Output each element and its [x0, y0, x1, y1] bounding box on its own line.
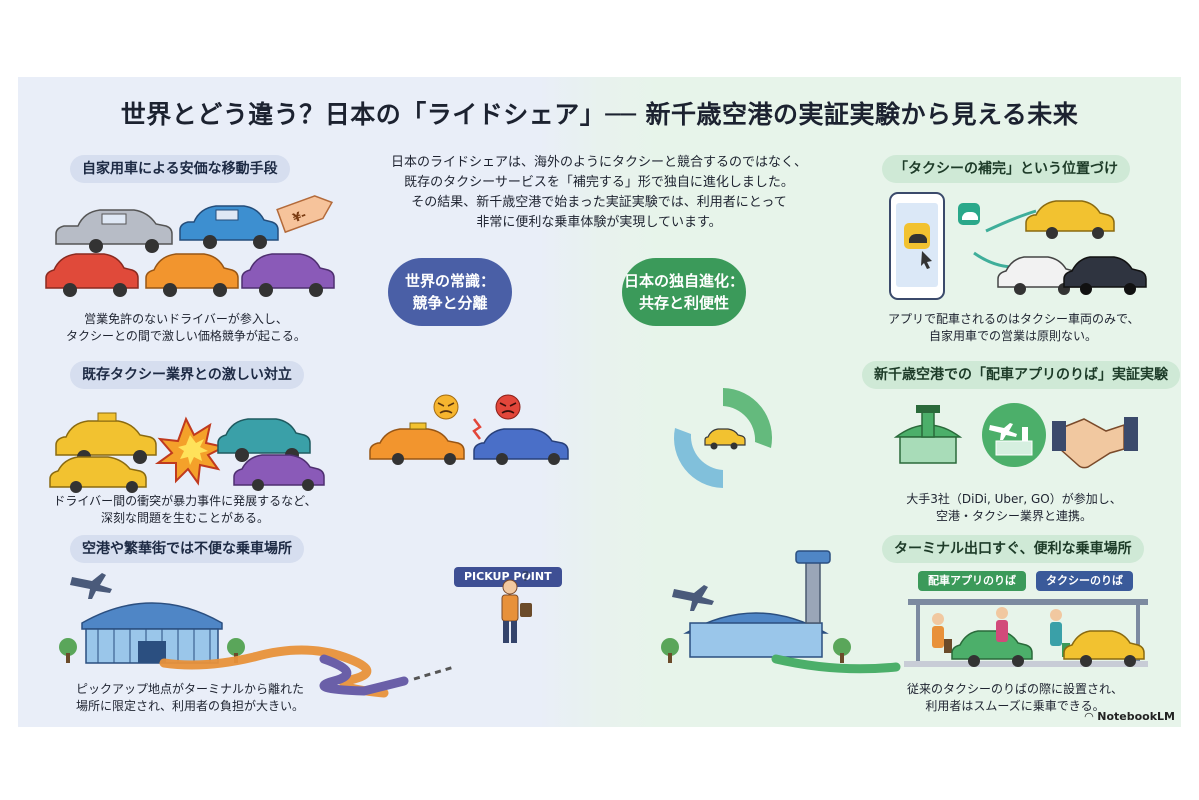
remote-pickup-illustration: ?: [59, 570, 532, 698]
intro-line: その結果、新千歳空港で始まった実証実験では、利用者にとって: [411, 195, 787, 210]
caption-line: 利用者はスムーズに乗車できる。: [925, 699, 1105, 713]
caption-line: 従来のタクシーのりばの際に設置され、: [906, 682, 1124, 696]
car-icon: [241, 253, 335, 297]
control-tower-icon: [893, 405, 963, 464]
car-icon: [233, 454, 325, 491]
intro-line: 既存のタクシーサービスを「補完する」形で独自に進化しました。: [404, 175, 794, 190]
airplane-icon: [672, 585, 714, 611]
left-section2-caption: ドライバー間の衝突が暴力事件に発展するなど、 深刻な問題を生むことがある。: [50, 493, 320, 527]
right-section3-heading: ターミナル出口すぐ、便利な乗車場所: [882, 535, 1144, 563]
short-walking-path: [771, 654, 901, 674]
intro-line: 日本のライドシェアは、海外のようにタクシーと競合するのではなく、: [390, 155, 807, 170]
long-walking-path: [159, 645, 389, 698]
caption-line: アプリで配車されるのはタクシー車両のみで、: [888, 312, 1140, 326]
handshake-icon: [1052, 417, 1138, 469]
private-cars-illustration: ¥-: [45, 195, 335, 297]
terminal-pickup-illustration: [661, 550, 1148, 674]
left-section3-heading: 空港や繁華街では不便な乗車場所: [70, 535, 304, 563]
circular-arrows-icon: [673, 388, 773, 488]
right-section2-caption: 大手3社（DiDi, Uber, GO）が参加し、 空港・タクシー業界と連携。: [894, 491, 1134, 525]
smartphone-icon: [889, 192, 945, 300]
caption-line: 場所に限定され、利用者の負担が大きい。: [75, 699, 305, 713]
terminal-building-icon: [59, 602, 245, 664]
crash-burst-icon: [154, 416, 227, 486]
traveler-icon: [932, 613, 952, 653]
price-tag-icon: ¥-: [276, 195, 334, 234]
partnership-illustration: [893, 403, 1138, 469]
right-section1-heading: 「タクシーの補完」という位置づけ: [882, 155, 1130, 183]
brand-mark: ◠ NotebookLM: [1085, 710, 1175, 723]
infographic-canvas: 世界とどう違う？日本の「ライドシェア」── 新千歳空港の実証実験から見える未来 …: [18, 77, 1181, 727]
airplane-icon: [70, 573, 112, 599]
traveler-icon: [996, 607, 1008, 642]
bubble-line: 競争と分離: [412, 294, 488, 312]
taxi-icon: [55, 412, 157, 464]
caption-line: ドライバー間の衝突が暴力事件に発展するなど、: [53, 494, 317, 508]
taxi-icon: [1063, 256, 1147, 295]
car-icon: [45, 253, 139, 297]
right-section2-heading: 新千歳空港での「配車アプリのりば」実証実験: [862, 361, 1180, 389]
car-icon: [473, 428, 569, 465]
left-section1-heading: 自家用車による安価な移動手段: [70, 155, 290, 183]
caption-line: タクシーとの間で激しい価格競争が起こる。: [66, 329, 306, 343]
car-icon: [951, 630, 1033, 667]
confused-traveler-icon: ?: [501, 570, 532, 643]
app-pickup-stand-label: 配車アプリのりば: [918, 571, 1026, 591]
spark-icon: [472, 418, 482, 440]
caption-line: 大手3社（DiDi, Uber, GO）が参加し、: [906, 492, 1122, 506]
car-icon: [55, 209, 173, 253]
right-panel-background: [600, 77, 1181, 727]
angry-face-icon: [433, 394, 459, 420]
taxi-icon: [997, 256, 1081, 295]
angry-face-icon: [495, 394, 521, 420]
caption-line: ピックアップ地点がターミナルから離れた: [75, 682, 304, 696]
bubble-line: 世界の常識：: [404, 272, 495, 290]
pickup-point-label: PICKUP POINT: [454, 567, 562, 587]
taxi-stand-label: タクシーのりば: [1036, 571, 1133, 591]
notebooklm-logo-icon: ◠: [1084, 710, 1094, 723]
intro-line: 非常に便利な乗車体験が実現しています。: [476, 215, 722, 230]
brand-name: NotebookLM: [1097, 710, 1175, 723]
caption-line: 空港・タクシー業界と連携。: [935, 509, 1092, 523]
pickup-shelter-icon: [904, 599, 1148, 667]
left-section1-caption: 営業免許のないドライバーが参入し、 タクシーとの間で激しい価格競争が起こる。: [66, 311, 306, 345]
svg-text:?: ?: [522, 570, 530, 585]
right-section3-caption: 従来のタクシーのりばの際に設置され、 利用者はスムーズに乗車できる。: [890, 681, 1140, 715]
right-section1-caption: アプリで配車されるのはタクシー車両のみで、 自家用車での営業は原則ない。: [888, 311, 1140, 345]
taxi-vs-car-illustration: [369, 394, 569, 465]
caption-line: 営業免許のないドライバーが参入し、: [84, 312, 288, 326]
bubble-line: 日本の独自進化：: [623, 272, 744, 290]
japan-evolution-bubble: 日本の独自進化： 共存と利便性: [622, 258, 746, 326]
terminal-building-icon: [661, 550, 851, 663]
car-icon: [145, 253, 239, 297]
page-title: 世界とどう違う？日本の「ライドシェア」── 新千歳空港の実証実験から見える未来: [120, 100, 1079, 129]
car-icon: [179, 205, 279, 249]
caption-line: 自家用車での営業は原則ない。: [928, 329, 1097, 343]
airport-circle-icon: [982, 403, 1046, 467]
app-dispatch-illustration: [889, 192, 1147, 300]
world-norm-bubble: 世界の常識： 競争と分離: [388, 258, 512, 326]
taxi-conflict-illustration: [49, 412, 325, 493]
bubble-line: 共存と利便性: [638, 294, 729, 312]
price-tag-text: ¥-: [291, 207, 308, 225]
caption-line: 深刻な問題を生むことがある。: [100, 511, 269, 525]
center-fade: [538, 77, 662, 727]
taxi-icon: [704, 428, 746, 450]
left-section2-heading: 既存タクシー業界との激しい対立: [70, 361, 304, 389]
left-section3-caption: ピックアップ地点がターミナルから離れた 場所に限定され、利用者の負担が大きい。: [70, 681, 310, 715]
taxi-icon: [1025, 200, 1115, 239]
intro-text: 日本のライドシェアは、海外のようにタクシーと競合するのではなく、 既存のタクシー…: [354, 153, 844, 233]
taxi-icon: [1063, 630, 1145, 667]
taxi-icon: [369, 422, 465, 465]
taxi-icon: [49, 456, 147, 493]
